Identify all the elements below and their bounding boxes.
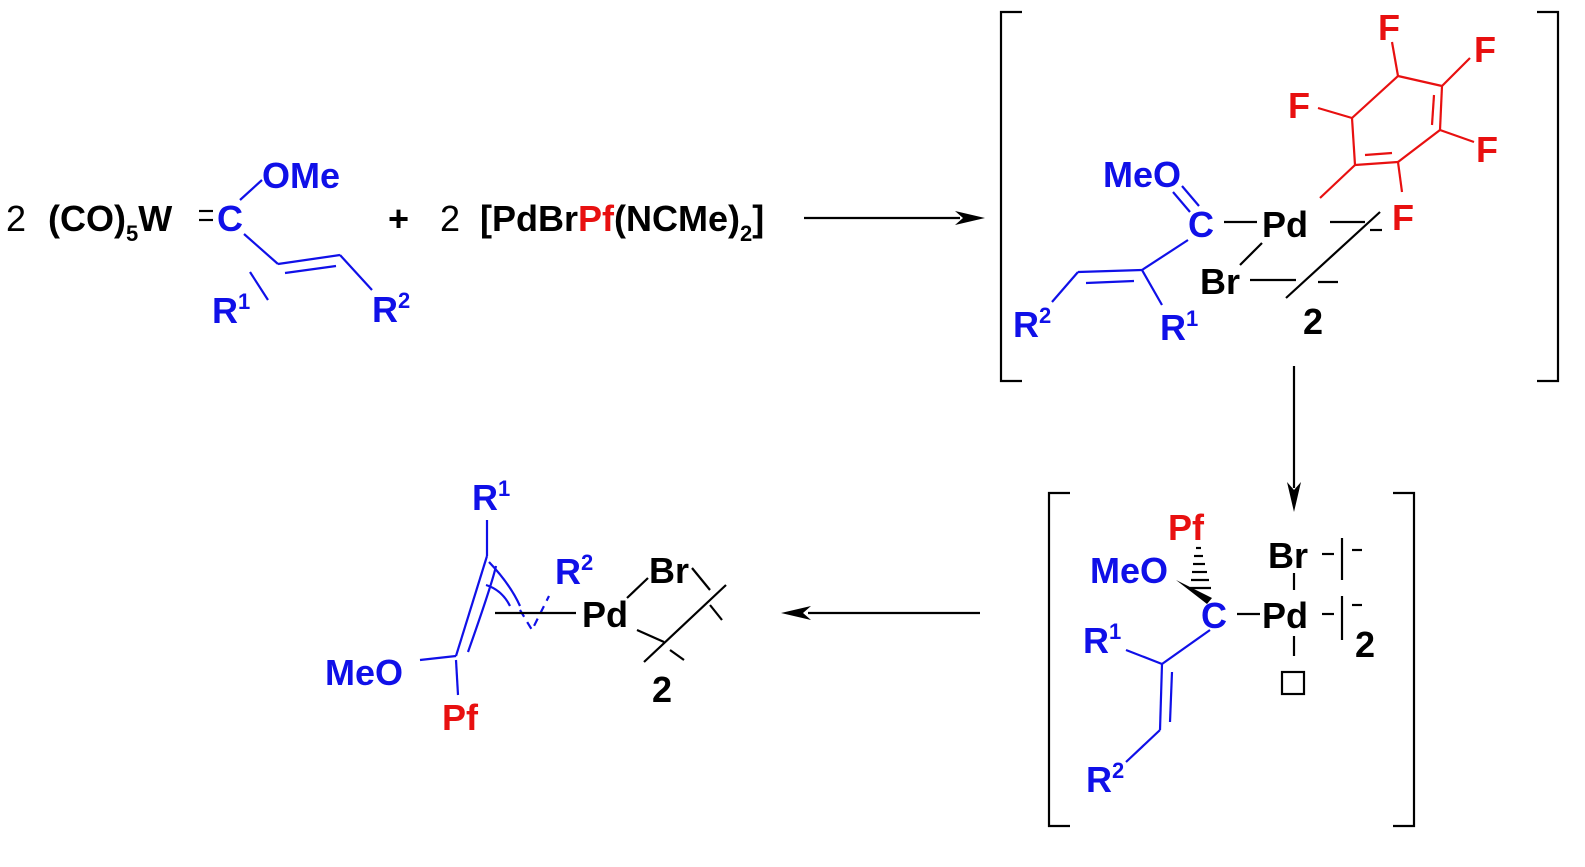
- intermediate-2: Pf MeO C Pd Br 2 R1 R2: [1047, 491, 1416, 828]
- coefficient: 2: [6, 198, 26, 239]
- bromine-label: Br: [1268, 535, 1308, 576]
- pf-label: Pf: [442, 697, 479, 738]
- right-bracket: [1537, 10, 1560, 383]
- alkene-double-bond: [277, 253, 341, 266]
- bond: [1051, 271, 1079, 303]
- bridge-bond: [636, 628, 665, 644]
- reactant-palladium-complex: 2 [PdBrPf(NCMe)2]: [440, 198, 764, 246]
- methoxy-label: OMe: [262, 155, 340, 196]
- carbonyl-fragment: (CO)5W: [48, 198, 172, 246]
- product-allyl-palladium-dimer: R1 R2 Br Pd MeO Pf 2: [325, 476, 727, 738]
- dimer-mark: [1285, 211, 1381, 299]
- allyl-bond: [485, 583, 511, 607]
- right-bracket: [1393, 491, 1416, 828]
- bond: [243, 233, 279, 265]
- alkene-double-bond: [1085, 279, 1135, 285]
- bridge-bond: [691, 567, 711, 591]
- alkene-double-bond: [1077, 268, 1143, 274]
- left-bracket: [1047, 491, 1070, 828]
- vacant-site-box: [1280, 670, 1306, 696]
- pentafluorophenyl-group: F F F F F: [1288, 7, 1498, 238]
- carbene-carbon: C: [1188, 204, 1214, 245]
- allyl-bond: [488, 561, 522, 607]
- reactant-tungsten-carbene: 2 (CO)5W C OMe R1 R2: [6, 155, 410, 331]
- methoxy-label: MeO: [325, 652, 403, 693]
- reaction-arrow-1: [804, 211, 985, 225]
- bridge-bond: [626, 577, 649, 599]
- bond: [1141, 239, 1189, 271]
- palladium-formula: [PdBrPf(NCMe)2]: [480, 198, 764, 246]
- dimer-mark: [709, 604, 723, 621]
- bond: [1125, 648, 1163, 666]
- r2-label: R2: [372, 288, 410, 330]
- hashed-bond: [1190, 546, 1211, 590]
- r2-label: R2: [1086, 758, 1124, 800]
- dimer-mark: [643, 584, 727, 663]
- carbene-carbon: C: [1201, 595, 1227, 636]
- bromine-label: Br: [1200, 261, 1240, 302]
- carbene-carbon: C: [217, 198, 243, 239]
- dimer-count: 2: [652, 669, 672, 710]
- pf-label: Pf: [1168, 507, 1205, 548]
- allyl-bond: [466, 565, 498, 653]
- left-bracket: [999, 10, 1022, 383]
- coefficient: 2: [440, 198, 460, 239]
- fluorine-label: F: [1288, 85, 1310, 126]
- fluorine-label: F: [1392, 197, 1414, 238]
- fluorine-label: F: [1378, 7, 1400, 48]
- r2-label: R2: [555, 550, 593, 592]
- alkene-double-bond: [1168, 671, 1174, 723]
- bond: [1239, 242, 1263, 266]
- r1-label: R1: [1160, 306, 1198, 348]
- plus-sign: +: [388, 198, 409, 239]
- bond: [1141, 269, 1163, 306]
- intermediate-1: MeO C Pd F F F F F Br: [999, 7, 1560, 383]
- allyl-bond: [519, 595, 550, 633]
- wedge-bond: [1176, 580, 1212, 604]
- fluorine-label: F: [1476, 129, 1498, 170]
- r1-label: R1: [472, 476, 510, 518]
- bond: [1125, 729, 1161, 763]
- palladium-label: Pd: [1262, 595, 1308, 636]
- dimer-count: 2: [1303, 301, 1323, 342]
- reaction-arrow-2: [1287, 366, 1301, 512]
- palladium-label: Pd: [582, 594, 628, 635]
- bond: [339, 254, 373, 291]
- bond: [239, 179, 263, 201]
- methoxy-label: MeO: [1103, 154, 1181, 195]
- bond: [454, 659, 460, 696]
- dimer-count: 2: [1355, 624, 1375, 665]
- bond: [249, 271, 269, 301]
- bond: [419, 654, 457, 662]
- alkene-double-bond: [284, 264, 337, 275]
- r1-label: R1: [1083, 619, 1121, 661]
- fluorine-label: F: [1474, 29, 1496, 70]
- r1-label: R1: [212, 289, 250, 331]
- alkene-double-bond: [1158, 663, 1164, 731]
- palladium-label: Pd: [1262, 204, 1308, 245]
- bromine-label: Br: [649, 550, 689, 591]
- bond: [1181, 185, 1200, 207]
- bond: [1172, 191, 1191, 213]
- bond: [1161, 629, 1211, 665]
- allyl-bond: [454, 555, 489, 657]
- reaction-arrow-3: [781, 606, 980, 620]
- r2-label: R2: [1013, 303, 1051, 345]
- methoxy-label: MeO: [1090, 550, 1168, 591]
- dimer-mark: [669, 649, 685, 661]
